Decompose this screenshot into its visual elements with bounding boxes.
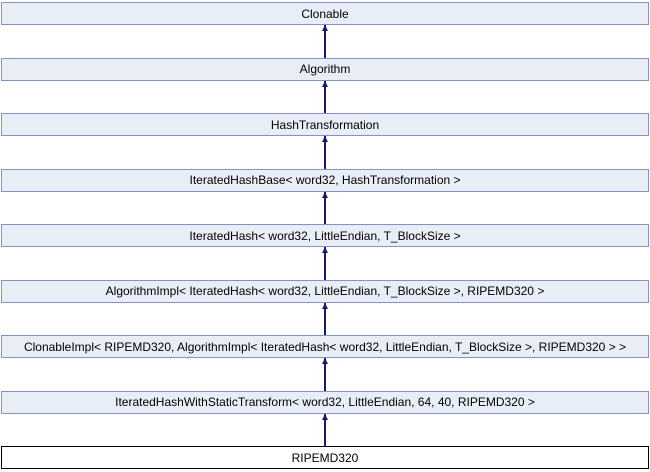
- class-node-iteratedhash[interactable]: IteratedHash< word32, LittleEndian, T_Bl…: [1, 224, 649, 247]
- class-node-algorithmimpl[interactable]: AlgorithmImpl< IteratedHash< word32, Lit…: [1, 279, 649, 303]
- class-node-clonable[interactable]: Clonable: [1, 2, 649, 25]
- inheritance-arrow: [324, 25, 326, 58]
- class-node-algorithm[interactable]: Algorithm: [1, 57, 649, 81]
- inheritance-arrow: [324, 80, 326, 113]
- inheritance-arrow: [324, 358, 326, 391]
- inheritance-arrow: [324, 191, 326, 224]
- inheritance-arrow: [324, 413, 326, 446]
- class-node-clonableimpl[interactable]: ClonableImpl< RIPEMD320, AlgorithmImpl< …: [1, 335, 649, 358]
- inheritance-arrow: [324, 136, 326, 169]
- inheritance-arrow: [324, 302, 326, 335]
- class-node-iteratedhashwithstatictransform[interactable]: IteratedHashWithStaticTransform< word32,…: [1, 390, 649, 414]
- class-node-iteratedhashbase[interactable]: IteratedHashBase< word32, HashTransforma…: [1, 168, 649, 192]
- class-node-ripemd320: RIPEMD320: [1, 446, 649, 469]
- inheritance-arrow: [324, 247, 326, 280]
- class-node-hashtransformation[interactable]: HashTransformation: [1, 113, 649, 136]
